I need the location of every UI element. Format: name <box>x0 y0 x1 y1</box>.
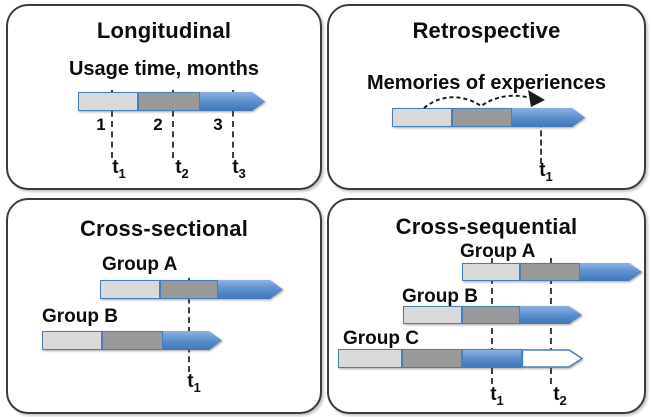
tick-t1-base: t <box>490 384 497 405</box>
panel-cross-sectional: Cross-sectional Group A Group B t1 <box>6 198 322 414</box>
segment-3-arrow <box>580 263 642 281</box>
tick-t1-base: t <box>112 157 119 178</box>
group-c-label: Group C <box>343 328 419 349</box>
tick-label-t1: t1 <box>539 160 553 184</box>
segment-early <box>392 108 452 127</box>
tick-t2-base: t <box>175 157 182 178</box>
tick-t2-sub: 2 <box>559 392 567 408</box>
segment-2 <box>520 263 580 281</box>
segment-1 <box>403 306 462 324</box>
month-number-3: 3 <box>213 115 223 134</box>
segment-3-arrow <box>218 280 283 299</box>
tick-t1-base: t <box>539 160 546 181</box>
tick-line-t2 <box>172 90 174 158</box>
tick-t2-sub: 2 <box>181 165 189 181</box>
segment-1 <box>462 263 520 281</box>
segment-3 <box>462 349 522 368</box>
group-b-bar <box>403 306 582 324</box>
segment-recent-arrow <box>512 108 585 127</box>
tick-t1-sub: 1 <box>193 379 201 395</box>
segment-1 <box>42 331 102 350</box>
segment-2 <box>462 306 520 324</box>
tick-label-t2: t2 <box>175 157 189 181</box>
month-number-2: 2 <box>153 115 163 134</box>
segment-2 <box>402 349 462 368</box>
segment-middle <box>452 108 512 127</box>
tick-t1-sub: 1 <box>496 392 504 408</box>
month-number-1: 1 <box>96 115 106 134</box>
tick-t1-base: t <box>187 371 194 392</box>
group-a-label: Group A <box>460 241 536 262</box>
segment-2 <box>160 280 218 299</box>
tick-label-t3: t3 <box>232 157 246 181</box>
outline-arrow-shape <box>522 349 583 368</box>
group-c-bar <box>338 349 583 368</box>
segment-month-1 <box>78 92 138 111</box>
panel-title-cross-sectional: Cross-sectional <box>79 216 249 241</box>
segment-3-arrow <box>520 306 582 324</box>
group-b-bar <box>42 331 222 350</box>
memories-label: Memories of experiences <box>367 72 606 94</box>
group-b-label: Group B <box>42 306 118 327</box>
segment-month-2 <box>138 92 200 111</box>
segment-1 <box>338 349 402 368</box>
tick-line-t1 <box>188 278 190 372</box>
experience-timeline-bar <box>392 108 585 127</box>
tick-t3-base: t <box>232 157 239 178</box>
tick-line-t1 <box>111 90 113 158</box>
panel-cross-sequential: Cross-sequential Group A Group B Group C <box>327 198 646 414</box>
usage-timeline-bar <box>78 92 265 111</box>
panel-title-longitudinal: Longitudinal <box>96 18 232 43</box>
segment-4-future-arrow <box>522 349 583 368</box>
tick-t3-sub: 3 <box>238 165 246 181</box>
tick-label-t1: t1 <box>112 157 126 181</box>
tick-line-t1 <box>540 112 542 164</box>
usage-time-label: Usage time, months <box>68 58 260 80</box>
group-b-label: Group B <box>402 286 478 307</box>
panel-title-retrospective: Retrospective <box>412 18 561 43</box>
group-a-bar <box>462 263 642 281</box>
panel-retrospective: Retrospective Memories of experiences t1 <box>327 4 646 190</box>
panel-longitudinal: Longitudinal Usage time, months 1 2 3 t1… <box>6 4 322 190</box>
segment-1 <box>100 280 160 299</box>
panel-title-cross-sequential: Cross-sequential <box>395 214 578 239</box>
tick-line-t3 <box>232 90 234 158</box>
segment-month-3-arrow <box>200 92 265 111</box>
group-a-bar <box>100 280 283 299</box>
tick-t2-base: t <box>553 384 560 405</box>
group-a-label: Group A <box>102 254 178 275</box>
segment-2 <box>102 331 163 350</box>
memory-recall-arrow <box>423 90 545 109</box>
tick-label-t2: t2 <box>553 384 567 408</box>
tick-label-t1: t1 <box>490 384 504 408</box>
tick-t1-sub: 1 <box>118 165 126 181</box>
tick-label-t1: t1 <box>187 371 201 395</box>
tick-t1-sub: 1 <box>545 168 553 184</box>
segment-3-arrow <box>163 331 222 350</box>
